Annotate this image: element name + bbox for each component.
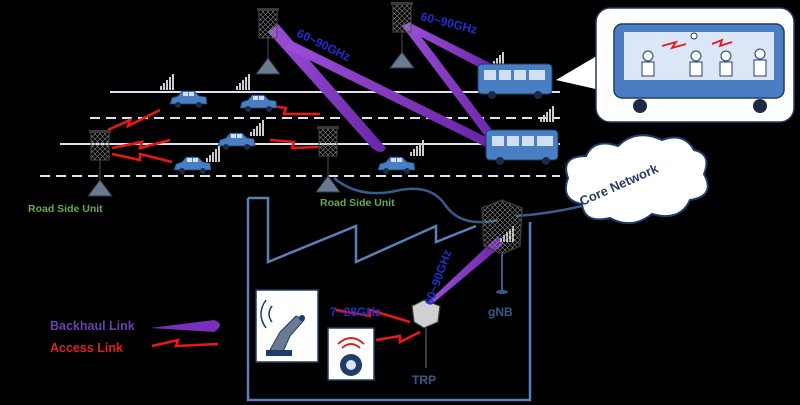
access-links [107,102,421,345]
rsu-antenna-left [87,129,113,197]
car-5 [377,156,416,175]
rsu-label-right: Road Side Unit [320,197,395,209]
robot-arm-box [255,289,319,363]
road-lines [40,91,560,177]
legend-backhaul-swatch [150,320,220,332]
legend-access-label: Access Link [50,341,123,355]
bus-interior-callout [556,7,795,123]
trp-antenna [411,299,441,368]
factory-outline [246,196,532,402]
rsu-label-left: Road Side Unit [28,203,103,215]
car-4 [173,156,212,175]
legend: Backhaul Link Access Link [50,319,220,355]
rsu-antenna-right [315,125,341,193]
car-1 [169,90,208,109]
trp-label: TRP [412,373,436,387]
sensor-box [327,327,375,381]
car-3 [217,132,256,151]
legend-backhaul-label: Backhaul Link [50,319,135,333]
core-network-cloud: Core Network [564,134,709,225]
bus-bottom [485,129,559,165]
band-label-access: 7~28GHz [330,305,381,319]
bus-top [477,63,553,99]
gnb-label: gNB [488,305,513,319]
backhaul-beams [268,22,504,305]
car-2 [239,94,278,113]
legend-access-swatch [151,338,219,348]
gnb-antenna [481,199,523,294]
